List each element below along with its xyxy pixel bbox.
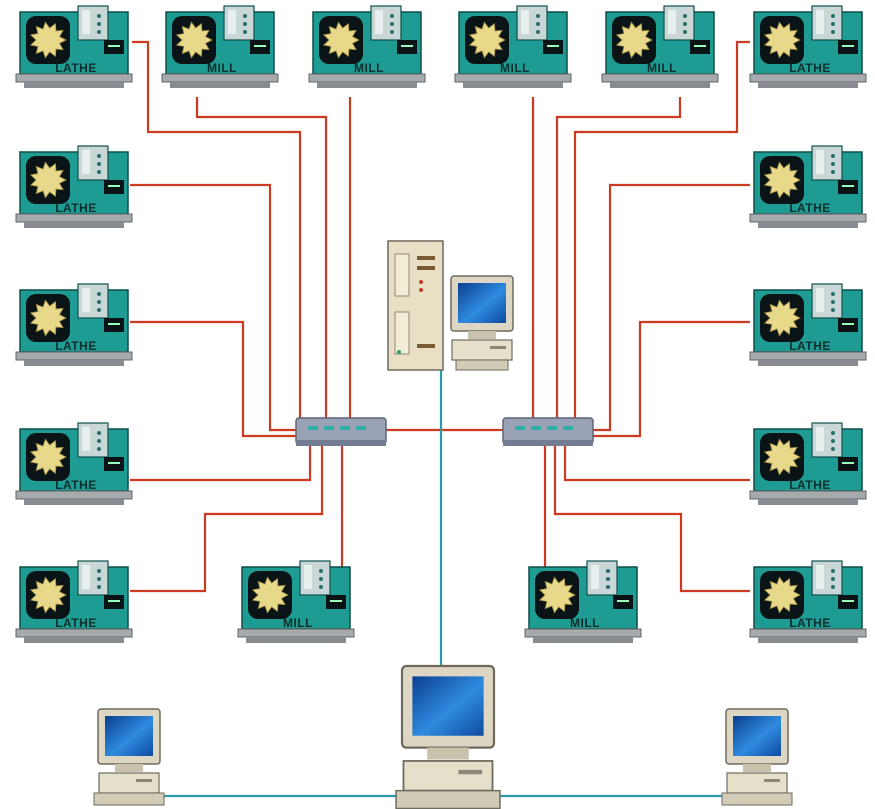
- gear-icon: [763, 299, 801, 337]
- machine-label: LATHE: [789, 616, 831, 630]
- machine-label: MILL: [500, 61, 530, 75]
- red-link-1: [132, 40, 302, 428]
- machine-top-2: MILL: [161, 5, 279, 88]
- gear-icon: [29, 576, 67, 614]
- gear-icon: [763, 161, 801, 199]
- red-link-5: [555, 97, 682, 428]
- machine-bottom-2: MILL: [524, 560, 642, 643]
- network-switch-left: [295, 417, 387, 446]
- red-link-6: [573, 40, 750, 428]
- machine-right-2: LATHE: [749, 283, 867, 366]
- gear-icon: [763, 21, 801, 59]
- machine-label: LATHE: [789, 61, 831, 75]
- gear-icon: [763, 438, 801, 476]
- red-link-2: [195, 97, 328, 428]
- red-link-10: [593, 320, 750, 438]
- machine-left-2: LATHE: [15, 283, 133, 366]
- red-link-13: [130, 446, 324, 593]
- workstation-right: [721, 708, 793, 806]
- red-link-12: [130, 446, 312, 482]
- gear-icon: [538, 576, 576, 614]
- machine-label: LATHE: [55, 61, 97, 75]
- server-tower: [387, 240, 444, 371]
- machine-label: LATHE: [789, 478, 831, 492]
- network-links: [120, 40, 760, 798]
- workstation-center: [395, 664, 501, 809]
- gear-icon: [29, 161, 67, 199]
- workstations: [93, 664, 793, 809]
- machine-label: MILL: [570, 616, 600, 630]
- machine-label: MILL: [354, 61, 384, 75]
- machine-top-1: LATHE: [15, 5, 133, 88]
- cnc-machines: LATHE MILL MILL MILL MILL LATHE LATHE LATHE LATH…: [15, 5, 867, 643]
- red-link-9: [593, 183, 750, 432]
- machine-right-4: LATHE: [749, 560, 867, 643]
- network-switch-right: [502, 417, 594, 446]
- gear-icon: [29, 299, 67, 337]
- machine-top-3: MILL: [308, 5, 426, 88]
- machine-top-5: MILL: [601, 5, 719, 88]
- gear-icon: [322, 21, 360, 59]
- red-link-7: [130, 183, 296, 432]
- gear-icon: [29, 21, 67, 59]
- machine-label: MILL: [647, 61, 677, 75]
- gear-icon: [763, 576, 801, 614]
- crt-monitor: [450, 275, 514, 371]
- machine-top-4: MILL: [454, 5, 572, 88]
- red-link-8: [130, 320, 296, 438]
- gear-icon: [615, 21, 653, 59]
- red-link-15: [563, 446, 750, 482]
- machine-left-3: LATHE: [15, 422, 133, 505]
- machine-label: LATHE: [55, 339, 97, 353]
- machine-label: LATHE: [55, 201, 97, 215]
- machine-label: LATHE: [55, 616, 97, 630]
- gear-icon: [29, 438, 67, 476]
- workstation-left: [93, 708, 165, 806]
- machine-label: MILL: [283, 616, 313, 630]
- gear-icon: [468, 21, 506, 59]
- machine-label: LATHE: [789, 339, 831, 353]
- machine-bottom-1: MILL: [237, 560, 355, 643]
- gear-icon: [175, 21, 213, 59]
- machine-label: LATHE: [789, 201, 831, 215]
- machine-left-4: LATHE: [15, 560, 133, 643]
- machine-label: MILL: [207, 61, 237, 75]
- machine-right-1: LATHE: [749, 145, 867, 228]
- red-link-16: [553, 446, 750, 593]
- machine-top-6: LATHE: [749, 5, 867, 88]
- machine-right-3: LATHE: [749, 422, 867, 505]
- machine-label: LATHE: [55, 478, 97, 492]
- gear-icon: [251, 576, 289, 614]
- machine-left-1: LATHE: [15, 145, 133, 228]
